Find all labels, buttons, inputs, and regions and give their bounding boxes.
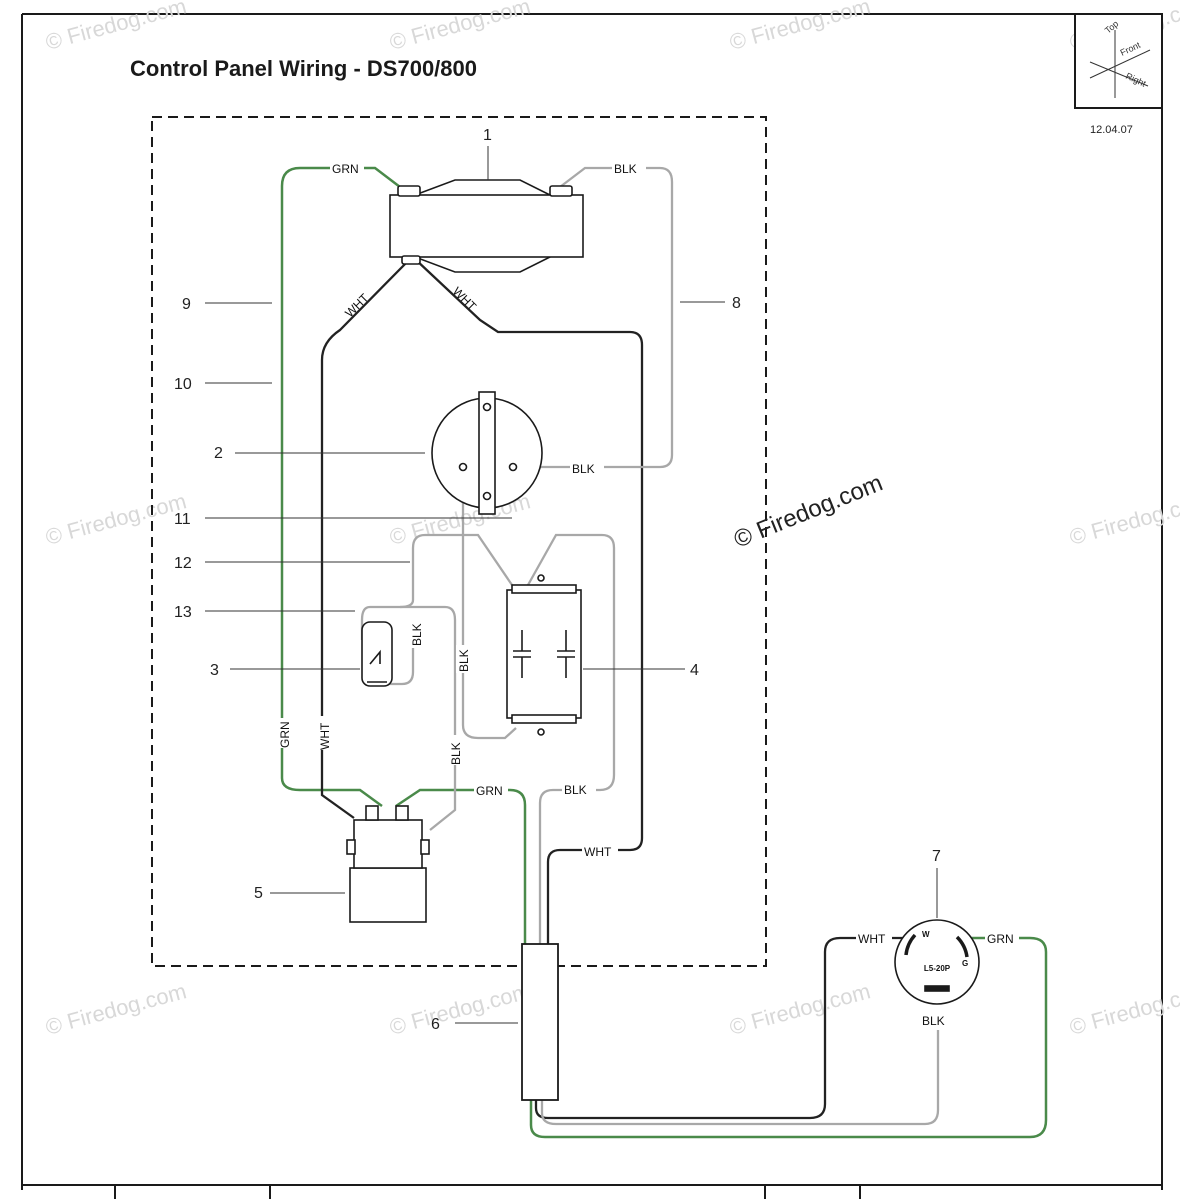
callout-numbers: 1 2 3 4 5 6 7 8 9 10 11 12 13	[174, 127, 941, 1033]
ground-wires	[280, 166, 1048, 1139]
hot-wires	[360, 166, 940, 1126]
power-switch	[346, 805, 430, 923]
callout-8: 8	[732, 295, 741, 312]
wire-label-wht: WHT	[342, 290, 372, 320]
wire-label-blk: BLK	[449, 742, 463, 765]
revision-date: 12.04.07	[1090, 124, 1133, 136]
callout-5: 5	[254, 885, 263, 902]
watermark: © Firedog.com	[1067, 978, 1180, 1040]
callout-13: 13	[174, 604, 192, 621]
capacitor	[506, 574, 582, 736]
callout-7: 7	[932, 848, 941, 865]
wire-label-wht: WHT	[584, 845, 612, 859]
callout-1: 1	[483, 127, 492, 144]
watermark: © Firedog.com	[387, 0, 533, 55]
wire-label-wht: WHT	[858, 932, 886, 946]
wire-label-blk: BLK	[457, 649, 471, 672]
orientation-box: Top Front Right	[1074, 13, 1163, 109]
wire-label-grn: GRN	[476, 784, 503, 798]
wire-label-grn: GRN	[987, 932, 1014, 946]
callout-9: 9	[182, 296, 191, 313]
watermark: © Firedog.com	[727, 978, 873, 1040]
wire-label-grn: GRN	[278, 721, 292, 748]
watermark: © Firedog.com	[1067, 488, 1180, 550]
diagram-title: Control Panel Wiring - DS700/800	[130, 56, 477, 81]
neutral-wires	[320, 258, 905, 1120]
plug-l5-20p	[894, 919, 980, 1005]
watermark: © Firedog.com	[43, 978, 189, 1040]
watermark: © Firedog.com	[727, 0, 873, 55]
page-frame	[21, 13, 1163, 1199]
callout-12: 12	[174, 555, 192, 572]
plug-model-label: L5-20P	[924, 964, 951, 973]
motor	[431, 391, 543, 515]
plug-g-label: G	[962, 959, 968, 968]
callout-3: 3	[210, 662, 219, 679]
watermark: © Firedog.com	[43, 488, 189, 550]
watermark: © Firedog.com	[387, 978, 533, 1040]
wire-label-blk: BLK	[410, 623, 424, 646]
wire-label-blk: BLK	[572, 462, 595, 476]
wire-labels: GRN BLK BLK WHT WHT BLK BLK GRN WHT BLK …	[276, 161, 1019, 1028]
watermark: © Firedog.com	[43, 0, 189, 55]
callout-11: 11	[174, 511, 191, 528]
watermarks: © Firedog.com © Firedog.com © Firedog.co…	[43, 0, 1180, 1040]
safety-switch	[361, 621, 393, 687]
callout-10: 10	[174, 376, 192, 393]
wire-label-blk: BLK	[614, 162, 637, 176]
wire-label-grn: GRN	[332, 162, 359, 176]
transformer	[389, 179, 584, 273]
callout-6: 6	[431, 1016, 440, 1033]
panel-boundary	[151, 116, 767, 967]
callout-2: 2	[214, 445, 223, 462]
cord-strain-relief	[521, 943, 559, 1101]
wire-label-blk: BLK	[564, 783, 587, 797]
wire-label-wht: WHT	[450, 284, 480, 314]
wire-label-blk: BLK	[922, 1014, 945, 1028]
wire-label-wht: WHT	[318, 722, 332, 750]
plug-w-label: W	[922, 930, 930, 939]
callout-leaders	[205, 146, 938, 1024]
callout-4: 4	[690, 662, 699, 679]
copyright-text: © Firedog.com	[730, 469, 886, 553]
